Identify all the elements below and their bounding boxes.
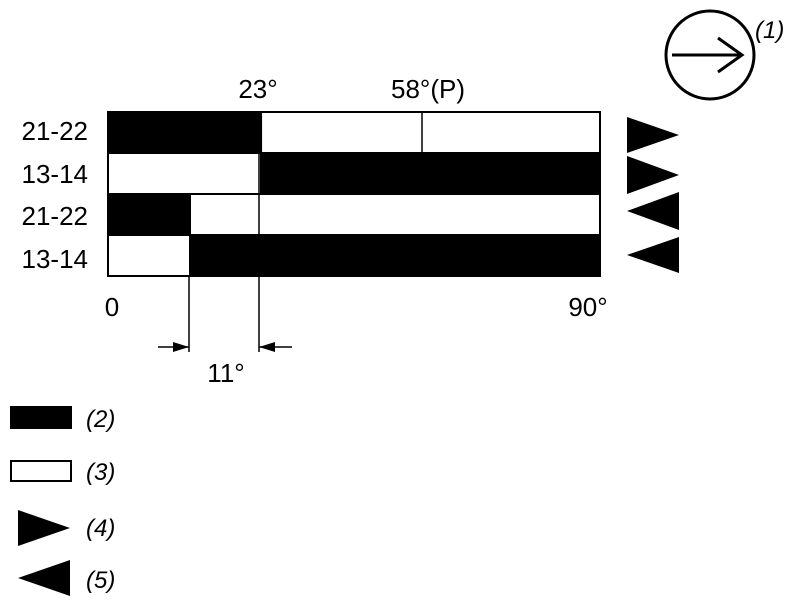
rotation-circle-icon [664,9,756,101]
row-3-segment-2-open [189,193,601,236]
dimension-marker: 11° [158,342,292,388]
legend-backward-icon [18,560,70,596]
row-2-segment-1-open [107,152,263,195]
rotation-callout: (1) [755,17,784,44]
direction-backward-icon-2 [627,237,679,273]
legend-label-5: (5) [86,567,115,594]
top-mark-label-58: 58°(P) [391,74,465,104]
dimension-arrow-left-icon [259,342,275,352]
row-label-3: 21-22 [22,201,89,231]
row-3-segment-1-closed [107,193,191,236]
legend-closed-swatch [10,406,72,429]
contact-bars [107,111,601,277]
direction-backward-icon-1 [627,192,679,230]
row-4-segment-2-closed [189,234,601,277]
row-label-4: 13-14 [22,244,89,274]
legend: (2) (3) (4) (5) [10,406,115,596]
rotation-indicator: (1) [664,9,784,101]
legend-label-4: (4) [86,515,115,542]
legend-forward-icon [18,510,70,546]
legend-label-2: (2) [86,406,115,433]
row-1-segment-1-closed [107,111,263,154]
dimension-label: 11° [207,358,244,388]
scale-min-label: 0 [105,292,119,322]
row-1-segment-2-open [260,111,601,154]
row-4-segment-1-open [107,234,191,277]
row-label-2: 13-14 [22,159,89,189]
direction-forward-icon-2 [627,156,679,194]
legend-label-3: (3) [86,459,115,486]
direction-forward-icon-1 [627,117,679,153]
top-mark-label-23: 23° [238,74,277,104]
legend-open-swatch [10,460,72,482]
scale-max-label: 90° [568,292,607,322]
row-2-segment-2-closed [260,152,601,195]
row-label-1: 21-22 [22,116,89,146]
diagram-frame [107,111,601,277]
rotation-arrow-head-icon [717,36,745,74]
dimension-arrow-right-icon [173,342,189,352]
